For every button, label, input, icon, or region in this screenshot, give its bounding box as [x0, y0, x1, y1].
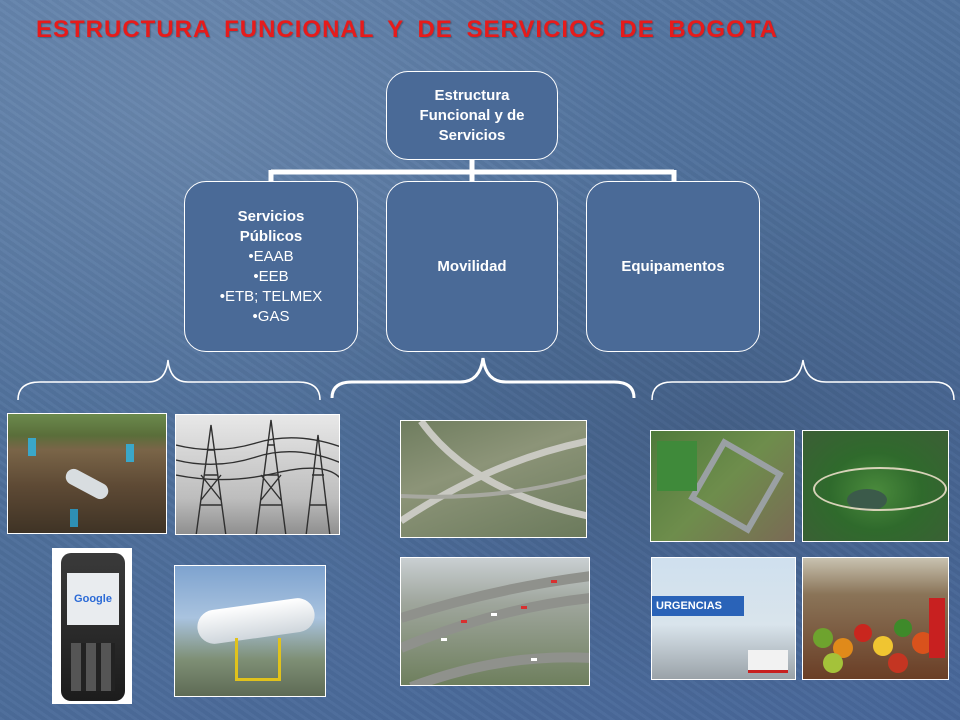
green-field — [657, 441, 697, 491]
google-mobile-phone-photo: Google — [52, 548, 132, 704]
worker-shape — [70, 509, 78, 527]
phone-screen-text: Google — [74, 593, 112, 605]
aerial-park-lake-photo — [802, 430, 949, 542]
path-shape — [813, 467, 947, 511]
produce-graphic — [813, 598, 945, 673]
root-node: Estructura Funcional y de Servicios — [386, 71, 558, 160]
power-transmission-towers-photo — [175, 414, 340, 535]
brace-servicios — [17, 359, 321, 401]
ambulance-shape — [748, 650, 788, 673]
highway-graphic — [401, 571, 589, 685]
urgencias-sign-text: URGENCIAS — [656, 600, 723, 612]
node-movilidad: Movilidad — [386, 181, 558, 352]
node-label: Servicios Públicos — [237, 207, 305, 245]
yellow-pipe-shape — [235, 638, 281, 681]
brace-equipamentos — [651, 359, 955, 401]
list-item: •EAAB — [248, 247, 294, 265]
phone-screen: Google — [67, 573, 119, 625]
hospital-urgencias-photo: URGENCIAS — [651, 557, 796, 680]
gas-storage-tank-photo — [174, 565, 326, 697]
node-label: Equipamentos — [621, 258, 725, 275]
brace-movilidad — [330, 357, 636, 399]
list-item: •GAS — [252, 307, 290, 325]
aerial-building-complex-photo — [650, 430, 795, 542]
page-title: ESTRUCTURA FUNCIONAL Y DE SERVICIOS DE B… — [36, 16, 778, 43]
excavation-pipes-photo — [7, 413, 167, 534]
node-label: Movilidad — [437, 258, 507, 275]
node-servicios-publicos: Servicios Públicos •EAAB •EEB •ETB; TELM… — [184, 181, 358, 352]
interchange-graphic — [401, 421, 586, 524]
building-block — [688, 438, 784, 534]
urban-highway-traffic-photo — [400, 557, 590, 686]
phone-keypad — [71, 643, 115, 691]
market-produce-photo — [802, 557, 949, 680]
sign-banner: URGENCIAS — [652, 596, 744, 616]
pipe-shape — [62, 466, 112, 502]
root-label: Estructura Funcional y de Servicios — [419, 86, 525, 144]
list-item: •EEB — [253, 267, 289, 285]
worker-shape — [126, 444, 134, 462]
phone-body: Google — [61, 553, 125, 701]
node-equipamentos: Equipamentos — [586, 181, 760, 352]
tower-lines-graphic — [176, 419, 339, 534]
list-item: •ETB; TELMEX — [219, 287, 323, 305]
worker-shape — [28, 438, 36, 456]
highway-interchange-photo — [400, 420, 587, 538]
